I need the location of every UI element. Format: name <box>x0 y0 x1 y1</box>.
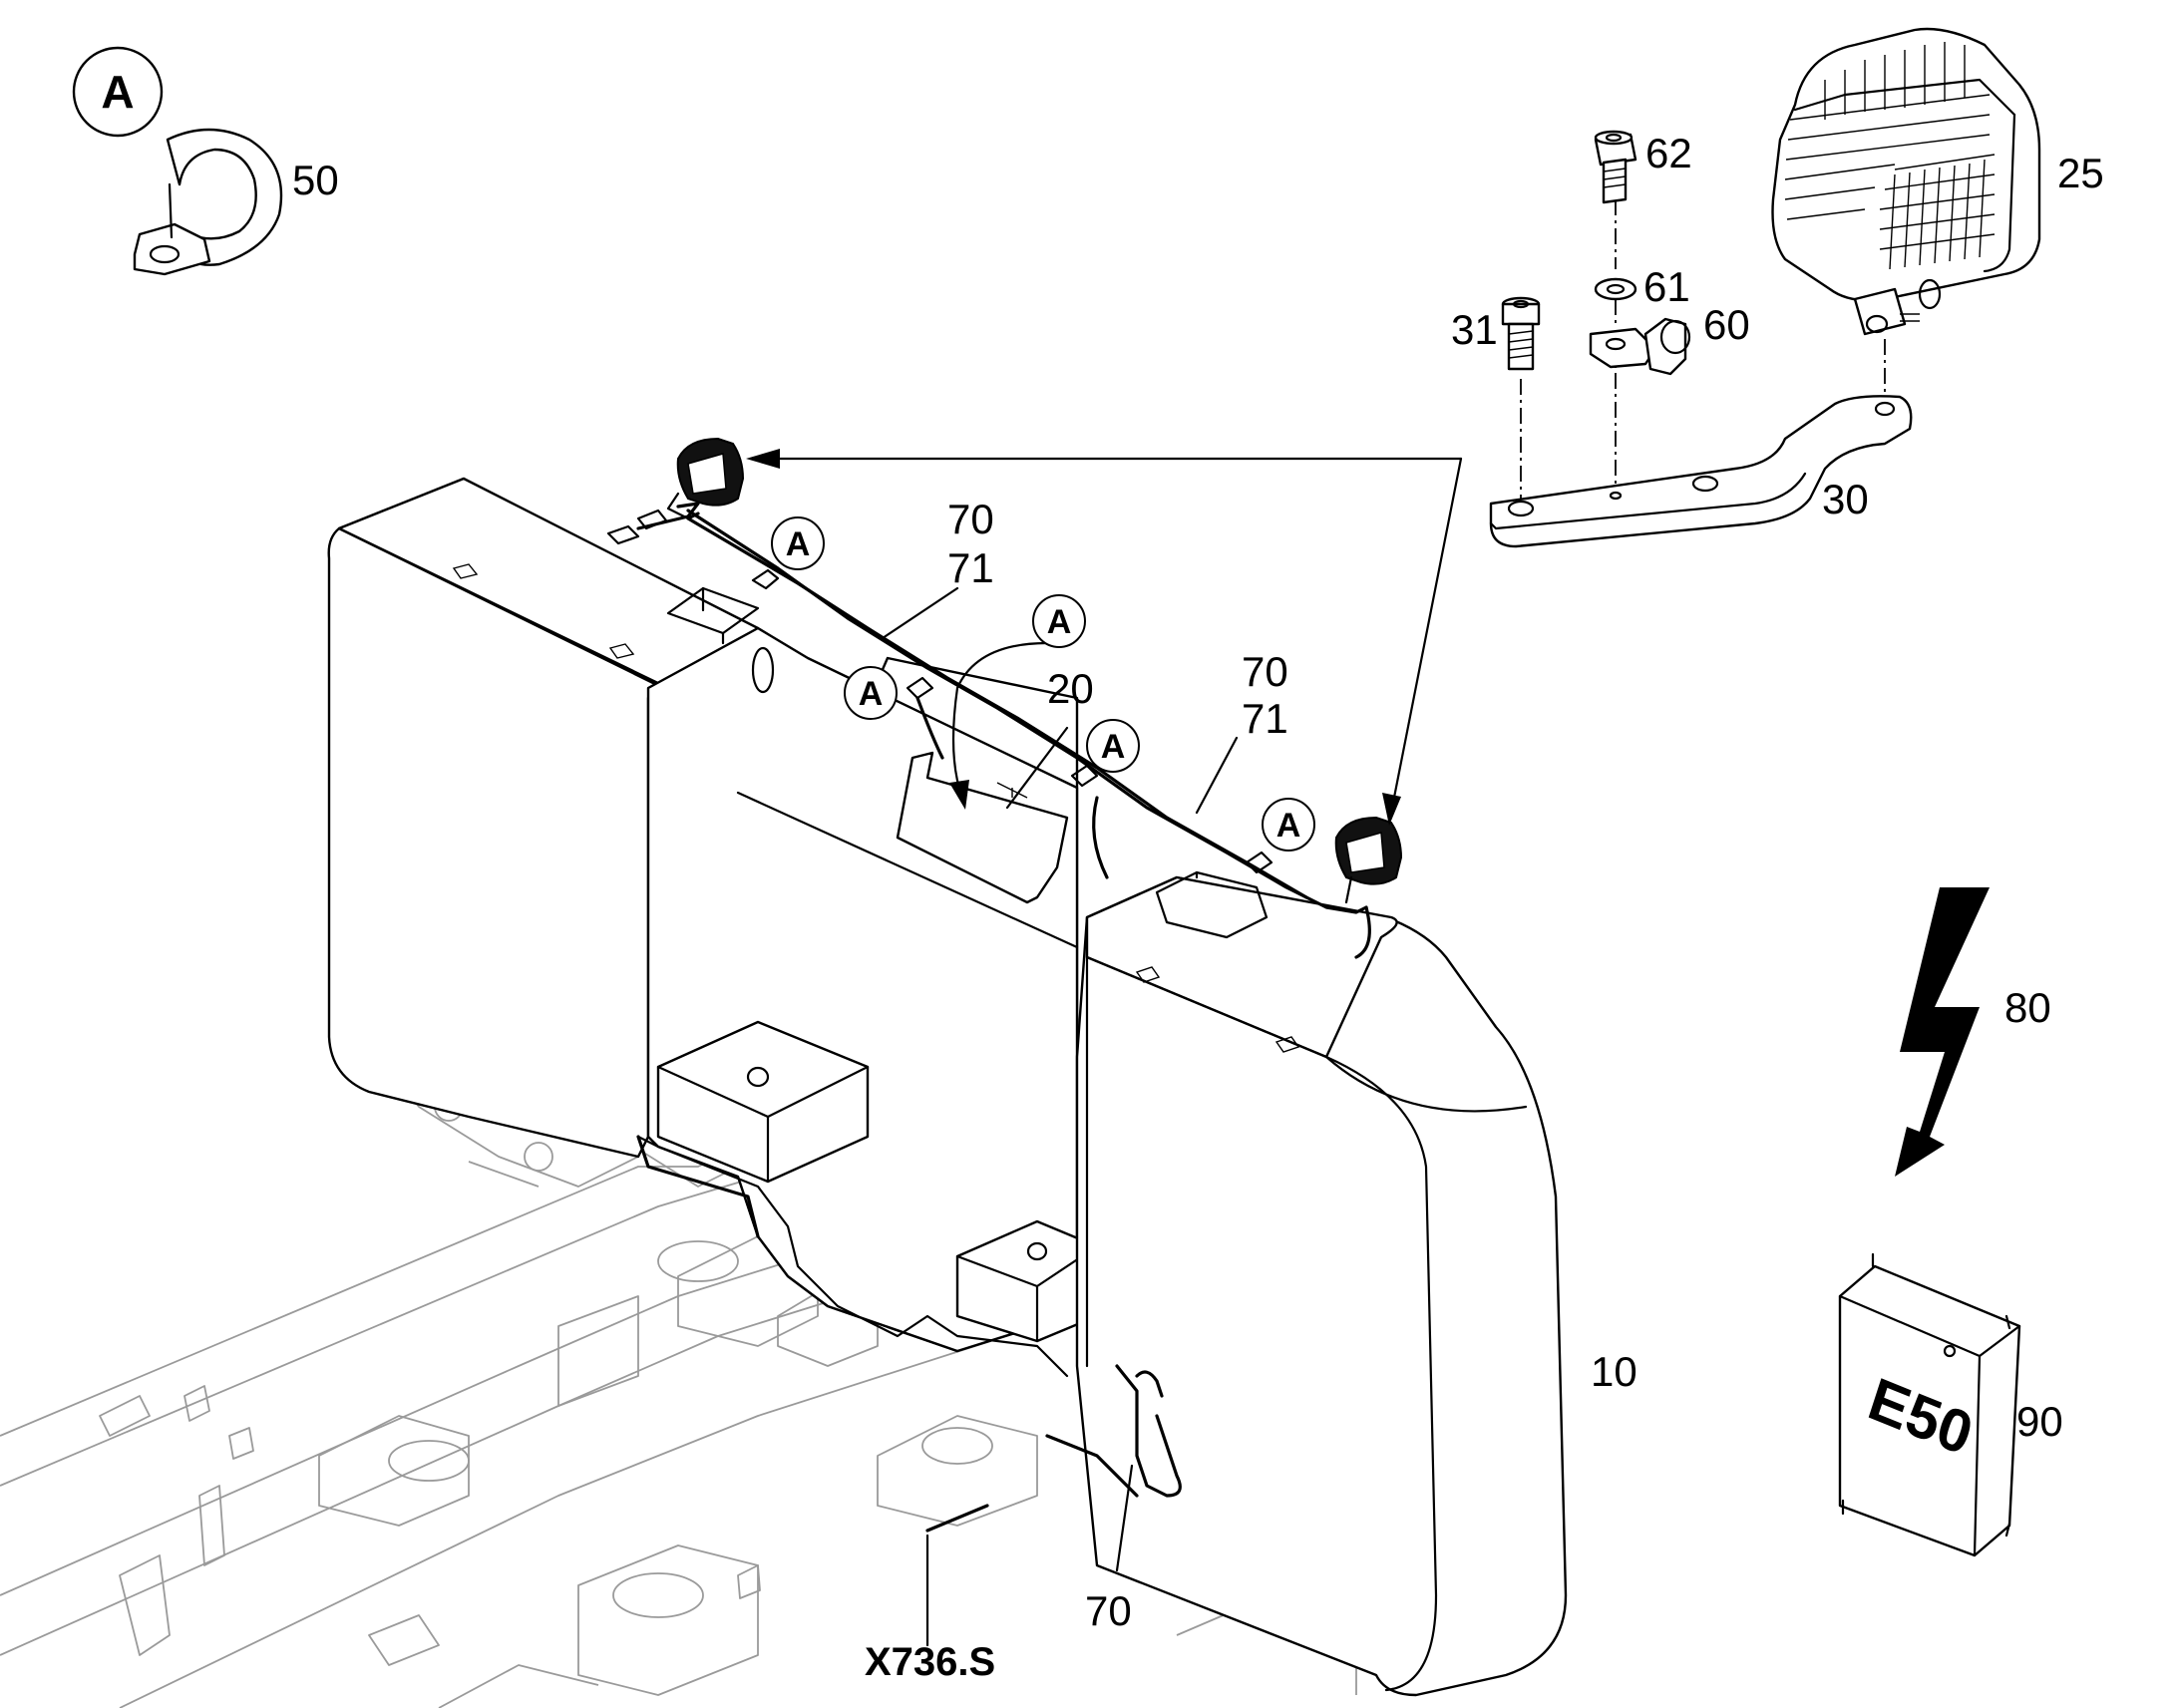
svg-text:A: A <box>859 675 884 713</box>
callout-60: 60 <box>1703 301 1750 348</box>
cover-plate <box>896 751 1069 904</box>
clip-marker-4: A <box>1086 719 1140 773</box>
callout-90: 90 <box>2016 1398 2063 1445</box>
callout-leaders <box>881 586 1239 1647</box>
clip-marker-1: A <box>771 516 825 570</box>
washer-61 <box>1594 277 1637 301</box>
clip-marker-5: A <box>1262 798 1315 852</box>
bolt-62 <box>1594 130 1637 204</box>
callout-70-upper-right: 70 <box>1242 648 1288 695</box>
callout-61: 61 <box>1643 263 1690 310</box>
electrical-lightning-icon <box>1895 887 1990 1177</box>
svg-text:A: A <box>786 525 811 563</box>
bolt-31 <box>1501 296 1541 371</box>
leader-arrows <box>746 449 1463 826</box>
callout-31: 31 <box>1451 306 1498 353</box>
callout-80: 80 <box>2004 984 2051 1031</box>
callout-71-upper-left: 71 <box>947 544 994 591</box>
callout-25: 25 <box>2057 150 2104 196</box>
detail-a-marker: A <box>101 66 134 118</box>
bracket-30 <box>1489 395 1913 548</box>
grommet-60 <box>1589 317 1691 376</box>
callout-70-upper-left: 70 <box>947 496 994 542</box>
wiring-harness <box>606 502 1371 1533</box>
detail-a-clip: A <box>72 46 283 276</box>
svg-text:A: A <box>1101 728 1126 766</box>
callout-30: 30 <box>1822 476 1869 522</box>
callout-62: 62 <box>1645 130 1692 176</box>
clip-marker-3: A <box>844 666 898 720</box>
clip-marker-2: A <box>1032 594 1086 648</box>
left-work-lamp-mounted <box>666 437 745 520</box>
callout-50: 50 <box>292 157 339 203</box>
control-unit-e50: E50 <box>1838 1252 2021 1557</box>
lamp-cooling-fins <box>1784 42 1996 270</box>
work-lamp-exploded <box>1489 27 2041 548</box>
svg-text:A: A <box>1047 603 1072 641</box>
right-work-lamp-mounted <box>1334 816 1403 904</box>
svg-text:A: A <box>1276 807 1301 845</box>
callout-20: 20 <box>1047 665 1094 712</box>
connector-x736s-label: X736.S <box>865 1640 995 1684</box>
counterweight-body <box>327 477 1568 1697</box>
callout-71-upper-right: 71 <box>1242 695 1288 742</box>
callout-70-lower: 70 <box>1085 1587 1132 1634</box>
callout-10: 10 <box>1591 1348 1637 1395</box>
